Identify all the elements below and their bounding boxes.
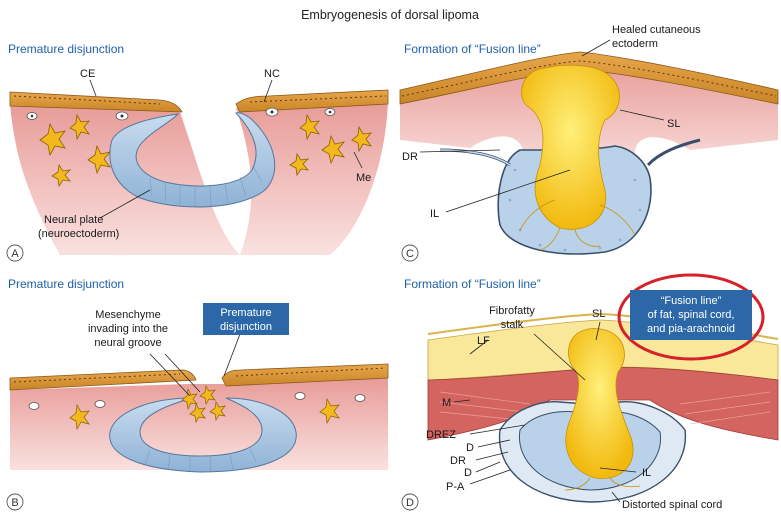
label-mesenchyme-line2: invading into the [88,323,168,335]
panel-d: Formation of “Fusion line” “Fu [401,273,779,511]
panel-c-letter: C [406,248,414,260]
label-ce: CE [80,68,95,80]
panel-a-illustration [9,89,389,255]
panel-b-letter: B [11,497,18,509]
box-pia-arachnoid: and pia-arachnoid [647,323,735,335]
box-premature: Premature [220,307,271,319]
label-d-d1: D [466,442,474,454]
panel-b-badge [6,493,24,511]
label-d-lf: LF [477,335,490,347]
label-c-dr: DR [402,151,418,163]
label-d-il: IL [642,467,651,479]
label-mesenchyme: Mesenchyme [95,309,160,321]
panel-d-illustration [427,312,779,503]
label-stalk: stalk [501,319,524,331]
fusion-line-box [630,290,752,340]
label-me: Me [356,172,371,184]
premature-disjunction-box [203,303,289,335]
panel-c-illustration [399,51,779,255]
panel-b-title: Premature disjunction [8,277,124,291]
label-d-pa: P-A [446,481,465,493]
panel-a-letter: A [11,248,19,260]
panel-c-title: Formation of “Fusion line” [404,42,541,56]
label-distorted: Distorted spinal cord [622,499,722,511]
label-mesenchyme-line3: neural groove [94,337,161,349]
panel-d-title: Formation of “Fusion line” [404,277,541,291]
panel-a-badge [6,244,24,262]
panel-d-letter: D [406,497,414,509]
label-healed: Healed cutaneous [612,24,701,36]
panel-b: Premature disjunction [6,277,389,511]
figure-title: Embryogenesis of dorsal lipoma [301,8,479,22]
panel-c-badge [401,244,419,262]
panel-b-illustration [9,363,389,473]
label-d-m: M [442,397,451,409]
label-neuroectoderm: (neuroectoderm) [38,228,119,240]
panel-d-badge [401,493,419,511]
panel-a: Premature disjunction [6,42,389,262]
fusion-line-highlight [617,273,765,361]
label-c-sl: SL [667,118,680,130]
label-neural-plate: Neural plate [44,214,103,226]
label-c-il: IL [430,208,439,220]
panel-a-title: Premature disjunction [8,42,124,56]
label-d-drez: DREZ [426,429,456,441]
box-fusion-line: “Fusion line” [661,295,722,307]
label-ectoderm: ectoderm [612,38,658,50]
panel-c: Formation of “Fusion line” [399,24,779,262]
label-d-d2: D [464,467,472,479]
box-disjunction: disjunction [220,321,272,333]
label-nc: NC [264,68,280,80]
label-d-dr: DR [450,455,466,467]
label-d-sl: SL [592,308,605,320]
box-fat-cord: of fat, spinal cord, [648,309,735,321]
label-fibrofatty: Fibrofatty [489,305,535,317]
